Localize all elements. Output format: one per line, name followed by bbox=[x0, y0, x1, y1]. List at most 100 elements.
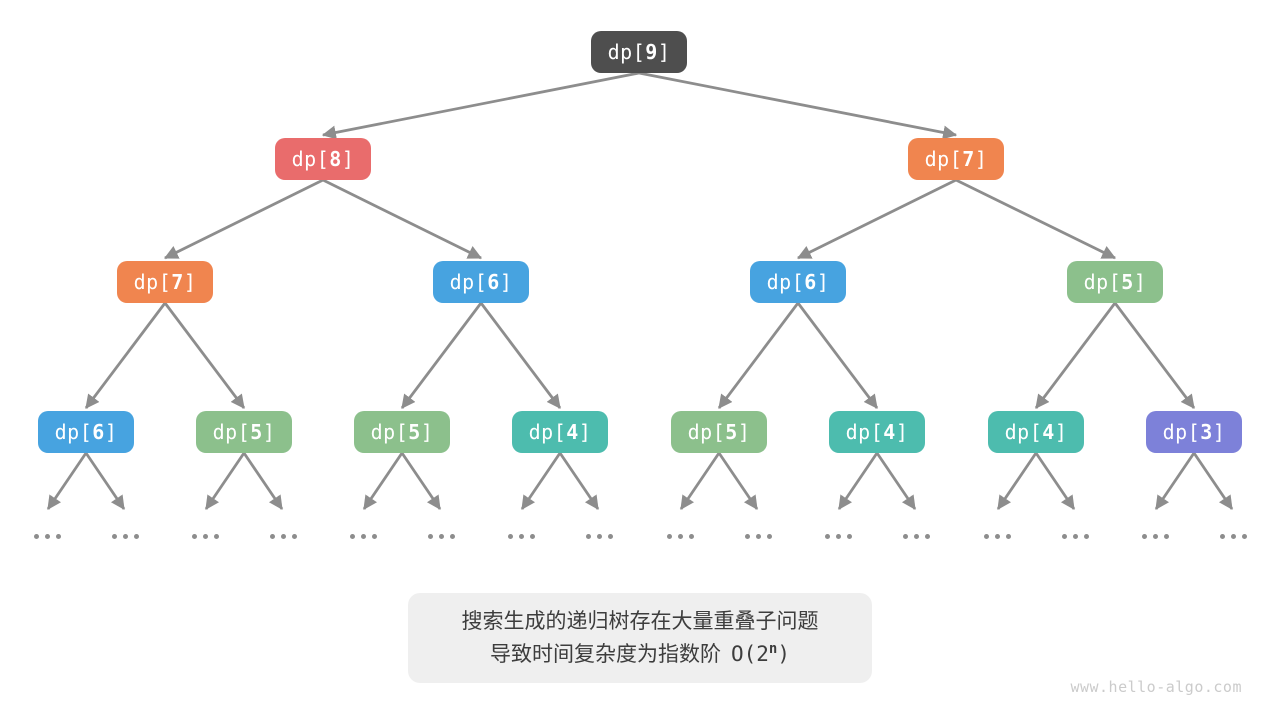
node-label-suffix: ] bbox=[974, 147, 988, 171]
node-label-prefix: dp[ bbox=[1083, 270, 1122, 294]
ellipsis bbox=[1062, 534, 1089, 539]
node-label-prefix: dp[ bbox=[1162, 420, 1201, 444]
node-label-suffix: ] bbox=[262, 420, 276, 444]
node-label-num: 7 bbox=[171, 270, 184, 294]
node-label-num: 4 bbox=[883, 420, 896, 444]
edge-arrow bbox=[1034, 452, 1076, 510]
tree-node-dp-5: dp[5] bbox=[1067, 261, 1163, 303]
node-label-num: 5 bbox=[1121, 270, 1134, 294]
edge-arrow bbox=[796, 302, 879, 409]
node-label-suffix: ] bbox=[816, 270, 830, 294]
node-label-prefix: dp[ bbox=[845, 420, 884, 444]
edge-arrow bbox=[1192, 452, 1234, 510]
node-label-suffix: ] bbox=[1054, 420, 1068, 444]
node-label-prefix: dp[ bbox=[212, 420, 251, 444]
complexity-formula: O(2n) bbox=[731, 642, 790, 666]
node-label-prefix: dp[ bbox=[54, 420, 93, 444]
formula-exponent: n bbox=[768, 641, 778, 657]
node-label-num: 4 bbox=[566, 420, 579, 444]
ellipsis bbox=[1142, 534, 1169, 539]
node-label-suffix: ] bbox=[578, 420, 592, 444]
ellipsis bbox=[984, 534, 1011, 539]
ellipsis bbox=[428, 534, 455, 539]
edge-arrow bbox=[679, 452, 721, 510]
node-label-num: 8 bbox=[329, 147, 342, 171]
tree-node-dp-6: dp[6] bbox=[38, 411, 134, 453]
node-label-suffix: ] bbox=[420, 420, 434, 444]
caption-line-2-text: 导致时间复杂度为指数阶 bbox=[489, 643, 721, 666]
node-label-prefix: dp[ bbox=[370, 420, 409, 444]
tree-node-dp-7: dp[7] bbox=[117, 261, 213, 303]
ellipsis bbox=[825, 534, 852, 539]
edge-arrow bbox=[996, 452, 1038, 510]
node-label-num: 6 bbox=[804, 270, 817, 294]
node-label-suffix: ] bbox=[1212, 420, 1226, 444]
tree-node-dp-7: dp[7] bbox=[908, 138, 1004, 180]
ellipsis bbox=[745, 534, 772, 539]
ellipsis bbox=[192, 534, 219, 539]
tree-node-dp-4: dp[4] bbox=[829, 411, 925, 453]
node-label-prefix: dp[ bbox=[291, 147, 330, 171]
edge-arrow bbox=[520, 452, 562, 510]
node-label-prefix: dp[ bbox=[528, 420, 567, 444]
tree-node-dp-5: dp[5] bbox=[196, 411, 292, 453]
edge-arrow bbox=[1154, 452, 1196, 510]
tree-node-dp-5: dp[5] bbox=[354, 411, 450, 453]
node-label-num: 5 bbox=[250, 420, 263, 444]
edge-arrow bbox=[163, 302, 246, 409]
node-label-prefix: dp[ bbox=[687, 420, 726, 444]
edge-arrow bbox=[204, 452, 246, 510]
ellipsis bbox=[112, 534, 139, 539]
tree-node-dp-4: dp[4] bbox=[512, 411, 608, 453]
edge-arrow bbox=[46, 452, 88, 510]
node-label-prefix: dp[ bbox=[449, 270, 488, 294]
caption-line-2: 导致时间复杂度为指数阶 O(2n) bbox=[490, 638, 790, 671]
node-label-suffix: ] bbox=[104, 420, 118, 444]
node-label-suffix: ] bbox=[499, 270, 513, 294]
node-label-num: 5 bbox=[725, 420, 738, 444]
node-label-prefix: dp[ bbox=[133, 270, 172, 294]
caption-box: 搜索生成的递归树存在大量重叠子问题 导致时间复杂度为指数阶 O(2n) bbox=[408, 593, 872, 683]
watermark: www.hello-algo.com bbox=[1070, 678, 1242, 696]
node-label-prefix: dp[ bbox=[766, 270, 805, 294]
edge-arrow bbox=[362, 452, 404, 510]
tree-node-dp-9: dp[9] bbox=[591, 31, 687, 73]
edge-arrow bbox=[1113, 302, 1196, 409]
formula-open: O(2 bbox=[730, 642, 769, 666]
tree-node-dp-6: dp[6] bbox=[750, 261, 846, 303]
edge-arrow bbox=[400, 302, 483, 409]
edge-arrow bbox=[638, 71, 958, 140]
node-label-prefix: dp[ bbox=[924, 147, 963, 171]
ellipsis bbox=[508, 534, 535, 539]
tree-node-dp-5: dp[5] bbox=[671, 411, 767, 453]
node-label-num: 4 bbox=[1042, 420, 1055, 444]
edge-arrow bbox=[717, 452, 759, 510]
ellipsis bbox=[586, 534, 613, 539]
node-label-suffix: ] bbox=[737, 420, 751, 444]
ellipsis bbox=[903, 534, 930, 539]
node-label-num: 5 bbox=[408, 420, 421, 444]
edge-arrow bbox=[242, 452, 284, 510]
node-label-suffix: ] bbox=[1133, 270, 1147, 294]
edge-arrow bbox=[837, 452, 879, 510]
edge-arrow bbox=[955, 178, 1117, 260]
tree-node-dp-4: dp[4] bbox=[988, 411, 1084, 453]
node-label-suffix: ] bbox=[183, 270, 197, 294]
node-label-num: 7 bbox=[962, 147, 975, 171]
edge-arrow bbox=[400, 452, 442, 510]
tree-node-dp-3: dp[3] bbox=[1146, 411, 1242, 453]
node-label-suffix: ] bbox=[341, 147, 355, 171]
ellipsis bbox=[350, 534, 377, 539]
ellipsis bbox=[270, 534, 297, 539]
ellipsis bbox=[667, 534, 694, 539]
edge-arrow bbox=[84, 302, 167, 409]
node-label-suffix: ] bbox=[657, 40, 671, 64]
node-label-suffix: ] bbox=[895, 420, 909, 444]
node-label-num: 6 bbox=[92, 420, 105, 444]
caption-line-1: 搜索生成的递归树存在大量重叠子问题 bbox=[461, 610, 819, 633]
edge-arrow bbox=[1034, 302, 1117, 409]
edge-arrow bbox=[875, 452, 917, 510]
edge-arrow bbox=[321, 71, 640, 140]
edge-arrow bbox=[558, 452, 600, 510]
